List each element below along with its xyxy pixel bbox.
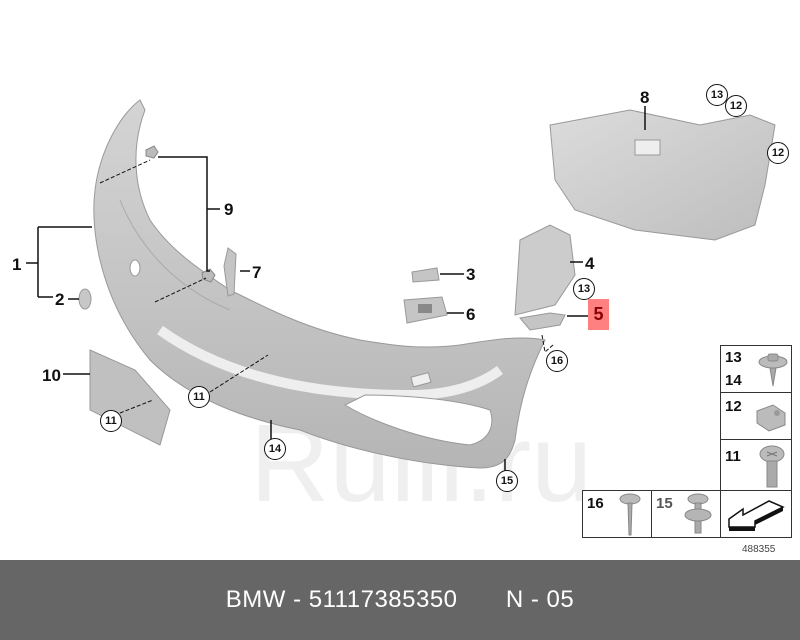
footer-bar: BMW - 51117385350 N - 05 — [0, 560, 800, 640]
footer-part-label: BMW - 51117385350 N - 05 — [226, 586, 574, 614]
circled-11-left: 11 — [100, 410, 122, 432]
screw-with-washer-icon — [758, 353, 788, 387]
legend-num-11: 11 — [725, 448, 741, 465]
legend-num-14: 14 — [725, 372, 742, 389]
legend-num-16: 16 — [587, 495, 604, 512]
callout-9: 9 — [224, 200, 234, 219]
circled-12-right: 12 — [767, 142, 789, 164]
circled-16: 16 — [546, 350, 568, 372]
bolt-icon — [759, 445, 785, 488]
legend-num-12: 12 — [725, 398, 742, 415]
legend-cell-16: 16 — [582, 490, 652, 538]
direction-arrow-icon — [728, 500, 785, 531]
callout-4: 4 — [585, 254, 595, 273]
part-9-clip-upper — [145, 145, 159, 159]
footer-sep: - — [293, 586, 302, 613]
diagram-drawing — [26, 99, 776, 475]
part-3-shape — [411, 267, 440, 283]
part-5-shape — [519, 312, 566, 331]
parts-diagram: Rulli.ru — [12, 84, 792, 555]
legend-cell-11: 11 — [720, 439, 792, 491]
circled-12-top: 12 — [725, 95, 747, 117]
legend-cell-12: 12 — [720, 392, 792, 440]
push-rivet-icon — [684, 493, 712, 534]
callout-6: 6 — [466, 305, 476, 324]
callout-8: 8 — [640, 88, 650, 107]
part-10-bracket — [89, 349, 171, 446]
callout-2: 2 — [55, 290, 65, 309]
circled-13-top: 13 — [706, 84, 728, 106]
clip-nut-icon — [756, 404, 786, 432]
footer-position: N - 05 — [505, 586, 575, 613]
part-2-shape — [78, 288, 92, 310]
circled-15: 15 — [496, 470, 518, 492]
legend-cell-15: 15 — [651, 490, 721, 538]
footer-brand: BMW — [225, 586, 286, 613]
footer-part-number: 51117385350 — [308, 586, 458, 613]
part-6-insert — [418, 304, 432, 313]
dashed-leaders — [99, 159, 554, 414]
callout-7: 7 — [252, 263, 262, 282]
legend-num-13: 13 — [725, 349, 742, 366]
callout-10: 10 — [42, 366, 61, 385]
circled-11-center: 11 — [188, 386, 210, 408]
bumper-cover — [93, 99, 546, 469]
circled-13-mid: 13 — [573, 278, 595, 300]
screw-icon — [619, 493, 641, 536]
part-8-opening — [634, 139, 661, 156]
callout-3: 3 — [466, 265, 476, 284]
part-8-carrier — [549, 109, 776, 241]
callout-5-highlighted: 5 — [588, 299, 609, 330]
legend-num-15: 15 — [656, 495, 673, 512]
legend-cell-direction — [720, 490, 792, 538]
part-7-shape — [223, 247, 237, 297]
callout-1: 1 — [12, 255, 22, 274]
figure-number: 488355 — [742, 544, 776, 555]
legend-cell-13-14: 13 14 — [720, 345, 792, 393]
part-4-shape — [514, 224, 576, 316]
circled-14: 14 — [264, 438, 286, 460]
